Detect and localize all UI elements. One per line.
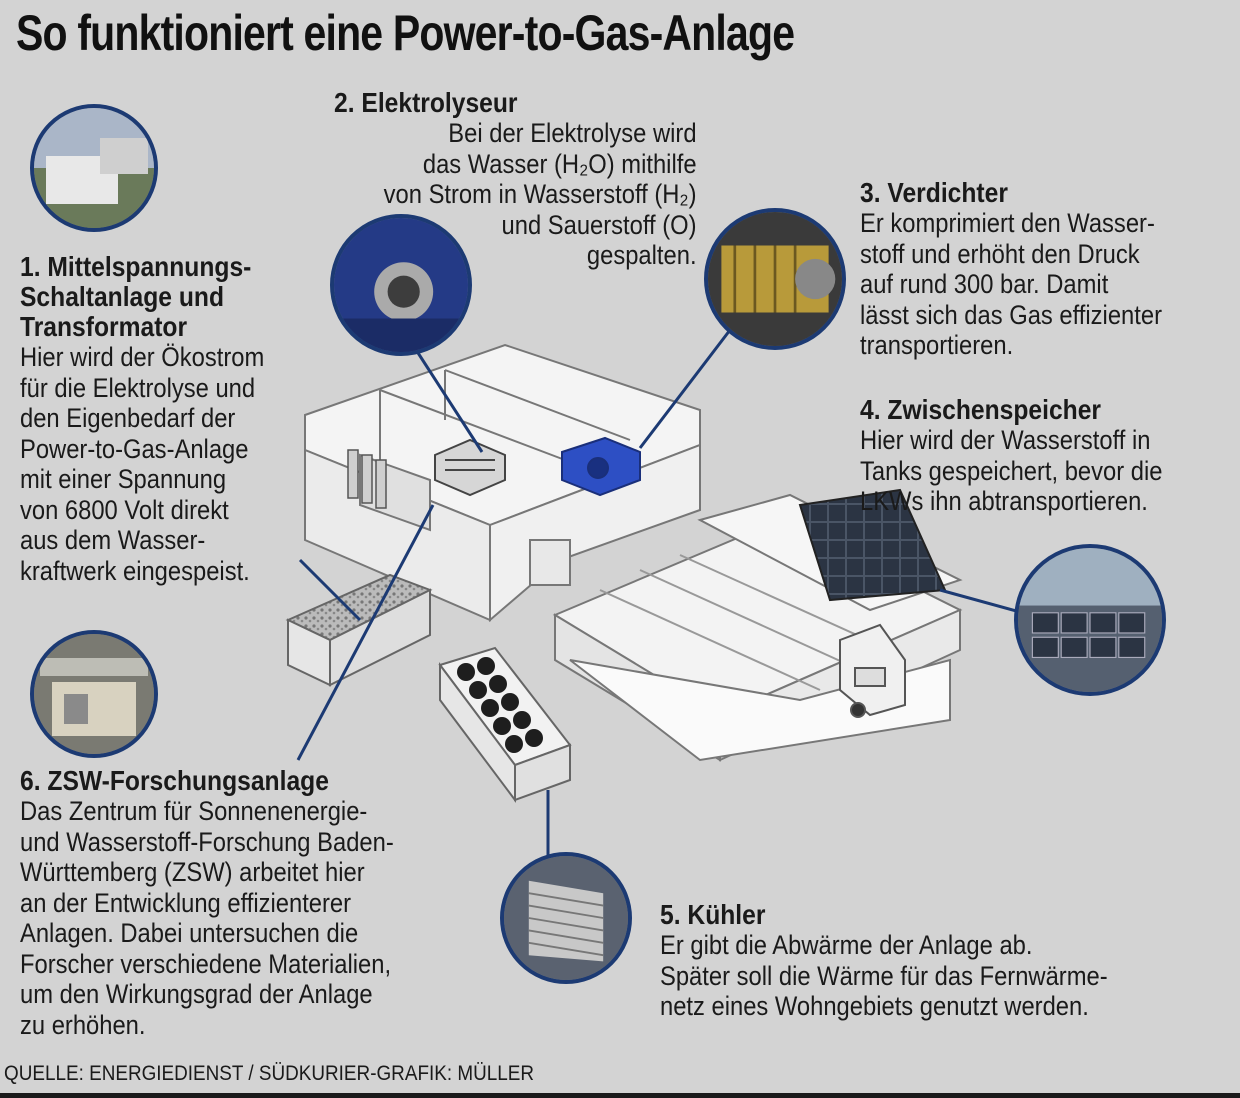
- gas-tanks: [347, 449, 387, 509]
- step-3: 3. Verdichter Er komprimiert den Wasser-…: [860, 178, 1203, 361]
- step-5: 5. Kühler Er gibt die Abwärme der Anlage…: [660, 900, 1169, 1022]
- compressor-photo-icon: [704, 208, 846, 350]
- step-2-text: Bei der Elektrolyse wird das Wasser (H₂O…: [383, 118, 697, 270]
- bottom-rule: [0, 1093, 1240, 1098]
- research-facility-photo-icon: [30, 630, 158, 758]
- step-2: 2. Elektrolyseur Bei der Elektrolyse wir…: [334, 88, 746, 271]
- step-5-heading: 5. Kühler: [660, 899, 766, 930]
- step-6-text: Das Zentrum für Sonnenenergie- und Wasse…: [20, 796, 394, 1040]
- electrolyzer-photo-icon: [330, 214, 472, 356]
- switchgear-photo-icon: [30, 104, 158, 232]
- gravel-container: [285, 573, 433, 687]
- step-3-heading: 3. Verdichter: [860, 177, 1008, 208]
- source-credit: QUELLE: ENERGIEDIENST / SÜDKURIER-GRAFIK…: [4, 1062, 535, 1085]
- step-2-heading: 2. Elektrolyseur: [334, 87, 518, 118]
- step-3-text: Er komprimiert den Wasser- stoff und erh…: [860, 208, 1162, 360]
- cooler-unit: [438, 646, 572, 803]
- step-4-text: Hier wird der Wasserstoff in Tanks gespe…: [860, 425, 1163, 516]
- step-4-heading: 4. Zwischenspeicher: [860, 394, 1102, 425]
- step-1-heading: 1. Mittelspannungs- Schaltanlage und Tra…: [20, 251, 252, 342]
- step-1-text: Hier wird der Ökostrom für die Elektroly…: [20, 342, 265, 586]
- step-1: 1. Mittelspannungs- Schaltanlage und Tra…: [20, 252, 298, 586]
- step-5-text: Er gibt die Abwärme der Anlage ab. Späte…: [660, 930, 1108, 1021]
- electrolyzer-unit: [434, 438, 506, 497]
- cooler-photo-icon: [500, 852, 632, 984]
- step-6: 6. ZSW-Forschungsanlage Das Zentrum für …: [20, 766, 445, 1040]
- page-title: So funktioniert eine Power-to-Gas-Anlage: [16, 5, 795, 61]
- storage-tanks-photo-icon: [1014, 544, 1166, 696]
- leader-lines: [296, 324, 1021, 870]
- compressor-unit: [561, 436, 641, 497]
- step-4: 4. Zwischenspeicher Hier wird der Wasser…: [860, 395, 1204, 517]
- step-6-heading: 6. ZSW-Forschungsanlage: [20, 765, 329, 796]
- truck: [839, 623, 906, 718]
